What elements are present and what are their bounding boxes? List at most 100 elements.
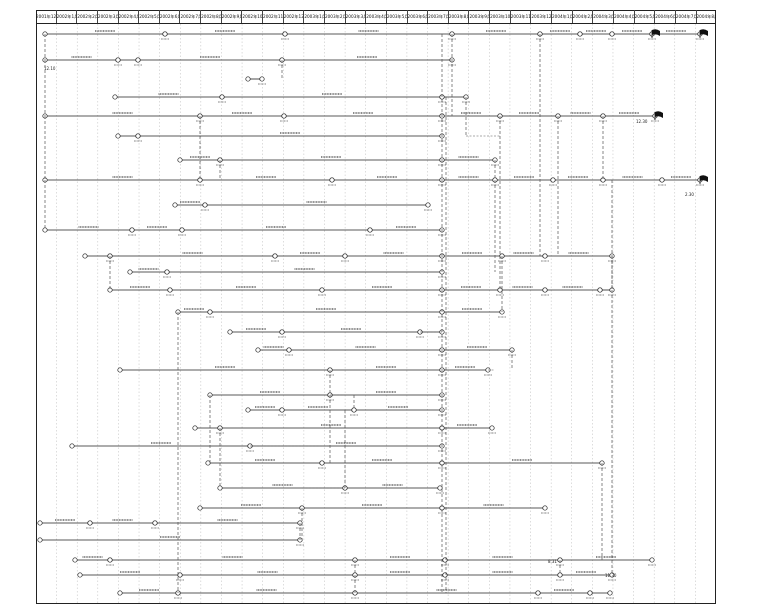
event-node bbox=[207, 309, 213, 315]
event-node bbox=[259, 76, 265, 82]
month-header-cell: 2003年5月 bbox=[387, 10, 408, 23]
event-node bbox=[442, 572, 448, 578]
month-header-cell: 2004年1月 bbox=[552, 10, 573, 23]
event-node bbox=[319, 460, 325, 466]
event-node bbox=[87, 520, 93, 526]
event-node bbox=[179, 227, 185, 233]
event-node bbox=[172, 202, 178, 208]
month-header-cell: 2002年9月 bbox=[222, 10, 243, 23]
start-date-label: 12.10 bbox=[44, 66, 56, 71]
event-node bbox=[279, 329, 285, 335]
month-header-cell: 2002年6月 bbox=[160, 10, 181, 23]
event-node bbox=[115, 133, 121, 139]
month-header-cell: 2003年6月 bbox=[408, 10, 429, 23]
event-node bbox=[437, 485, 443, 491]
event-node bbox=[367, 227, 373, 233]
milestone-flags bbox=[651, 29, 708, 184]
event-node bbox=[82, 253, 88, 259]
event-node bbox=[192, 425, 198, 431]
date-labels: 12.10 2.30 12.30 8.31 11.30 bbox=[44, 66, 694, 578]
milestone-flag-icon bbox=[655, 111, 663, 118]
event-node bbox=[535, 590, 541, 596]
month-header-cell: 2002年10月 bbox=[242, 10, 264, 23]
event-node bbox=[135, 133, 141, 139]
milestone-flag-icon bbox=[700, 175, 708, 182]
event-node bbox=[282, 31, 288, 37]
month-header-cell: 2003年2月 bbox=[325, 10, 346, 23]
event-node bbox=[135, 57, 141, 63]
event-node bbox=[329, 177, 335, 183]
event-node bbox=[659, 177, 665, 183]
event-node bbox=[152, 520, 158, 526]
month-header-cell: 2003年9月 bbox=[469, 10, 491, 23]
month-header-cell: 2002年2月 bbox=[77, 10, 98, 23]
month-header-cell: 2003年12月 bbox=[531, 10, 553, 23]
event-node bbox=[219, 94, 225, 100]
event-node bbox=[202, 202, 208, 208]
event-node bbox=[117, 367, 123, 373]
month-header-cell: 2001年12月 bbox=[36, 10, 57, 23]
event-node bbox=[69, 443, 75, 449]
event-node bbox=[649, 557, 655, 563]
event-node bbox=[597, 287, 603, 293]
month-header-cell: 2002年5月 bbox=[139, 10, 160, 23]
event-node bbox=[167, 287, 173, 293]
end-date-label: 2.30 bbox=[685, 192, 694, 197]
event-node bbox=[162, 31, 168, 37]
event-node bbox=[245, 76, 251, 82]
event-node bbox=[489, 425, 495, 431]
event-node bbox=[37, 520, 43, 526]
event-node bbox=[342, 253, 348, 259]
month-header-cell: 2004年2月 bbox=[573, 10, 594, 23]
event-node bbox=[542, 505, 548, 511]
event-node bbox=[129, 227, 135, 233]
milestone-date-b: 8.31 bbox=[548, 559, 557, 564]
event-node bbox=[107, 557, 113, 563]
month-header-cell: 2003年8月 bbox=[449, 10, 470, 23]
event-node bbox=[425, 202, 431, 208]
activity-rows bbox=[37, 30, 704, 599]
month-header-cell: 2002年7月 bbox=[180, 10, 202, 23]
timeline-header: 2001年12月2002年1月2002年2月2002年3月2002年4月2002… bbox=[36, 10, 716, 24]
event-node bbox=[245, 407, 251, 413]
month-header-cell: 2002年1月 bbox=[57, 10, 78, 23]
month-header-cell: 2004年4月 bbox=[614, 10, 635, 23]
month-header-cell: 2002年3月 bbox=[98, 10, 119, 23]
month-header-cell: 2002年12月 bbox=[284, 10, 305, 23]
month-header-cell: 2004年8月 bbox=[696, 14, 717, 19]
event-node bbox=[72, 557, 78, 563]
event-node bbox=[577, 31, 583, 37]
event-node bbox=[227, 329, 233, 335]
milestone-date-c: 11.30 bbox=[605, 573, 617, 578]
event-node bbox=[197, 505, 203, 511]
event-node bbox=[115, 57, 121, 63]
event-node bbox=[279, 407, 285, 413]
month-header-cell: 2004年3月 bbox=[593, 10, 614, 23]
month-header-cell: 2003年3月 bbox=[346, 10, 367, 23]
event-node bbox=[286, 347, 292, 353]
event-node bbox=[542, 253, 548, 259]
event-node bbox=[205, 460, 211, 466]
month-header-cell: 2003年4月 bbox=[366, 10, 387, 23]
milestone-date-a: 12.30 bbox=[636, 119, 648, 124]
event-node bbox=[542, 287, 548, 293]
month-header-cell: 2002年4月 bbox=[119, 10, 140, 23]
event-node bbox=[37, 537, 43, 543]
event-node bbox=[272, 253, 278, 259]
network-diagram-frame bbox=[36, 10, 716, 604]
month-gridlines bbox=[56, 24, 696, 604]
month-header-cell: 2003年1月 bbox=[304, 10, 325, 23]
month-header-cell: 2002年11月 bbox=[263, 10, 284, 23]
event-node bbox=[319, 287, 325, 293]
event-node bbox=[164, 269, 170, 275]
milestone-flag-icon bbox=[700, 29, 708, 36]
event-node bbox=[442, 557, 448, 563]
event-node bbox=[281, 113, 287, 119]
milestone-flag-icon bbox=[652, 29, 660, 36]
event-node bbox=[550, 177, 556, 183]
event-node bbox=[77, 572, 83, 578]
event-node bbox=[587, 590, 593, 596]
event-node bbox=[255, 347, 261, 353]
month-header-cell: 2003年11月 bbox=[511, 10, 532, 23]
event-node bbox=[177, 572, 183, 578]
